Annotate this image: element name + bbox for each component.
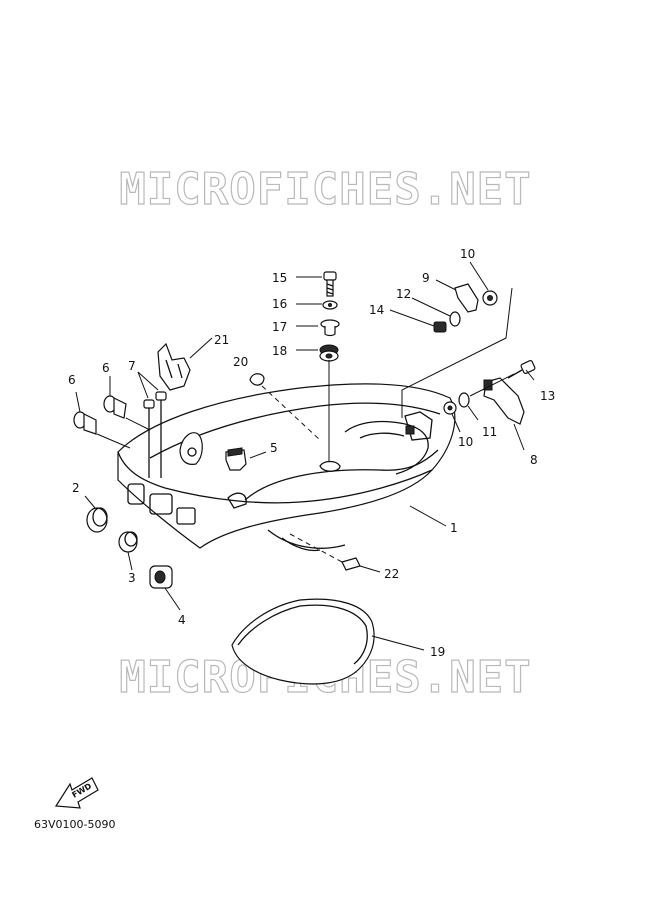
part-17-collar bbox=[320, 319, 340, 337]
callout-2: 2 bbox=[72, 481, 80, 495]
part-2-plug bbox=[86, 507, 108, 533]
part-20-clip bbox=[249, 373, 265, 386]
callout-6-right: 6 bbox=[102, 361, 110, 375]
part-21-clamp bbox=[157, 342, 191, 391]
part-19-seal bbox=[231, 598, 375, 685]
part-18-grommet bbox=[319, 344, 339, 362]
callout-13: 13 bbox=[540, 389, 555, 403]
callout-4: 4 bbox=[178, 613, 186, 627]
part-4-grommet bbox=[149, 565, 173, 589]
callout-1: 1 bbox=[450, 521, 458, 535]
part-6-grommet-left bbox=[73, 411, 97, 435]
callout-5: 5 bbox=[270, 441, 278, 455]
callout-16: 16 bbox=[272, 297, 287, 311]
callout-6-left: 6 bbox=[68, 373, 76, 387]
callout-3: 3 bbox=[128, 571, 136, 585]
part-11-washer bbox=[458, 392, 470, 408]
part-7-screws bbox=[143, 391, 167, 478]
diagram-part-number: 63V0100-5090 bbox=[34, 818, 116, 831]
part-6-grommet-right bbox=[103, 395, 127, 419]
callout-17: 17 bbox=[272, 320, 287, 334]
callout-10-top: 10 bbox=[460, 247, 475, 261]
callout-14: 14 bbox=[369, 303, 384, 317]
part-3-plug bbox=[118, 531, 138, 553]
part-9-plate bbox=[454, 283, 479, 313]
callout-9: 9 bbox=[422, 271, 430, 285]
watermark-top: MICROFICHES.NET bbox=[119, 163, 532, 215]
part-12-washer bbox=[449, 311, 461, 327]
callout-19: 19 bbox=[430, 645, 445, 659]
callout-15: 15 bbox=[272, 271, 287, 285]
part-5-fitting bbox=[225, 447, 247, 471]
callout-21: 21 bbox=[214, 333, 229, 347]
leader-lines bbox=[75, 261, 535, 651]
part-13-bolt bbox=[507, 359, 536, 379]
fwd-arrow-icon: FWD bbox=[54, 777, 99, 809]
callout-22: 22 bbox=[384, 567, 399, 581]
callout-labels: 15 16 17 18 10 9 12 14 21 20 7 6 6 5 13 … bbox=[68, 247, 555, 659]
part-14-nut bbox=[433, 321, 447, 333]
callout-7: 7 bbox=[128, 359, 136, 373]
part-8-bracket bbox=[483, 377, 525, 425]
callout-12: 12 bbox=[396, 287, 411, 301]
callout-11: 11 bbox=[482, 425, 497, 439]
part-15-bolt bbox=[323, 271, 337, 297]
callout-8: 8 bbox=[530, 453, 538, 467]
callout-18: 18 bbox=[272, 344, 287, 358]
callout-20: 20 bbox=[233, 355, 248, 369]
part-22-label bbox=[341, 557, 361, 571]
bottom-cowling bbox=[117, 383, 456, 552]
part-10-nut-top bbox=[482, 290, 498, 306]
callout-10-lower: 10 bbox=[458, 435, 473, 449]
